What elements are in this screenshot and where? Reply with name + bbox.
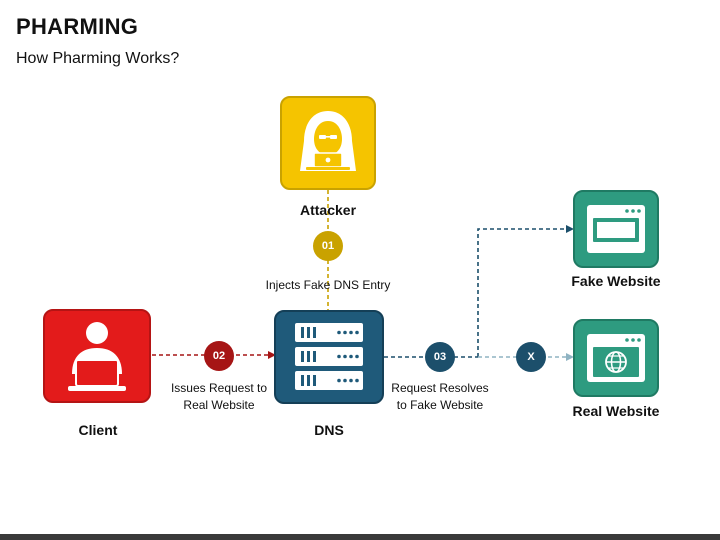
step-02-caption: Issues Request to Real Website <box>149 380 289 414</box>
step-02-caption-line2: Real Website <box>183 398 255 412</box>
arrow-head-client-dns <box>268 351 276 359</box>
step-03-badge: 03 <box>425 342 455 372</box>
blocked-x-badge: X <box>516 342 546 372</box>
real-website-label: Real Website <box>572 403 660 419</box>
connector-to-fake-site <box>477 228 568 357</box>
step-01-caption: Injects Fake DNS Entry <box>265 278 391 292</box>
client-label: Client <box>78 422 118 438</box>
step-02-badge: 02 <box>204 341 234 371</box>
step-01-badge: 01 <box>313 231 343 261</box>
step-02-caption-line1: Issues Request to <box>170 381 268 395</box>
step-03-caption-line2: to Fake Website <box>396 398 484 412</box>
attacker-tile <box>280 96 376 190</box>
page-title: PHARMING <box>16 14 139 39</box>
arrow-head-real-site <box>566 353 574 361</box>
client-tile <box>43 309 151 403</box>
user-laptop-icon <box>68 322 126 391</box>
dns-tile <box>274 310 384 404</box>
page-subtitle: How Pharming Works? <box>16 50 180 67</box>
server-rack-icon <box>295 323 363 390</box>
hooded-hacker-icon <box>300 111 356 171</box>
fake-website-label: Fake Website <box>571 273 661 289</box>
arrow-head-fake-site <box>566 225 574 233</box>
bottom-bar <box>0 534 720 540</box>
fake-website-tile <box>573 190 659 268</box>
attacker-label: Attacker <box>299 202 357 218</box>
real-website-tile <box>573 319 659 397</box>
step-03-caption-line1: Request Resolves <box>391 381 489 395</box>
step-03-caption: Request Resolves to Fake Website <box>370 380 510 414</box>
dns-label: DNS <box>314 422 344 438</box>
browser-globe-icon <box>587 334 645 382</box>
browser-window-icon <box>587 205 645 253</box>
